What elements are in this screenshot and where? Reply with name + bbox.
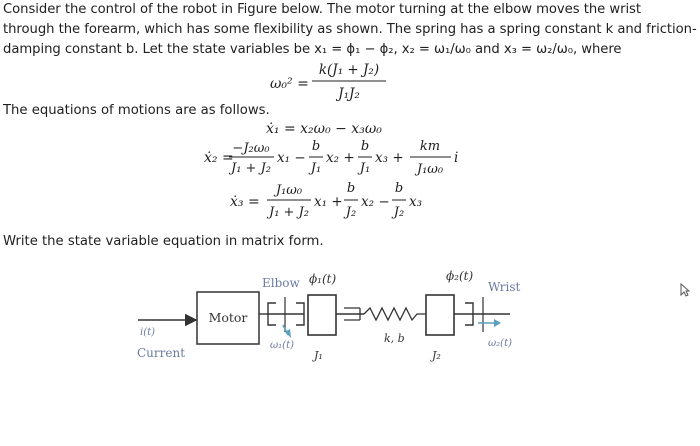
eq-x3-t2-var: x₂ − [361, 194, 390, 210]
j2-label: J₂ [430, 349, 441, 362]
eq-x3-lhs: ẋ₃ = [230, 194, 260, 210]
robot-arm-figure: i(t) Current Motor Elbow ϕ₁(t) ω₁(t) J₁ … [137, 269, 521, 362]
omega-equation: ω₀² = k(J₁ + J₂) J₁J₂ [270, 62, 386, 102]
eq-x3-t3-var: x₃ [409, 194, 422, 210]
eq-x2-t2-num: b [312, 139, 320, 154]
eq-x2-t3-den: J₁ [357, 161, 370, 176]
input-label: i(t) [140, 327, 155, 338]
current-label: Current [137, 346, 185, 360]
eq-x3-t2-den: J₂ [343, 205, 356, 220]
motor-block [196, 291, 260, 345]
eq-x1: ẋ₁ = x₂ω₀ − x₃ω₀ [266, 121, 382, 137]
problem-line-3: damping constant b. Let the state variab… [3, 42, 622, 57]
elbow-label: Elbow [262, 276, 301, 290]
eq-x3-t1-var: x₁ + [314, 194, 343, 210]
phi2-label: ϕ₂(t) [446, 269, 473, 283]
problem-statement: Consider the control of the robot in Fig… [3, 0, 697, 60]
eq-x2-t2-den: J₁ [308, 161, 321, 176]
phi1-label: ϕ₁(t) [309, 272, 336, 286]
omega2-arrowhead [494, 319, 501, 327]
motor-label: Motor [209, 310, 248, 325]
omega1-label: ω₁(t) [270, 340, 294, 351]
omega2-label: ω₂(t) [488, 338, 512, 349]
eq-x2-t3-num: b [361, 139, 369, 154]
omega-lhs: ω₀² = [270, 76, 309, 92]
eq-x2-t4-var: i [454, 150, 458, 166]
eq-x2-t1-var: x₁ − [277, 150, 306, 166]
omega1-arrowhead [285, 329, 291, 338]
spring [363, 306, 426, 322]
eq-x3-t2-num: b [347, 181, 355, 196]
wrist-label: Wrist [488, 280, 521, 294]
eq-x3-t3-den: J₂ [391, 205, 404, 220]
kb-label: k, b [384, 332, 405, 345]
task-statement: Write the state variable equation in mat… [3, 234, 324, 249]
eq-x3-t1-den: J₁ + J₂ [266, 205, 309, 220]
eq-x2-t3-var: x₃ + [375, 150, 404, 166]
eq-x2-t4-den: J₁ω₀ [414, 162, 444, 177]
motion-intro: The equations of motions are as follows. [3, 103, 270, 118]
j2-inertia [425, 294, 455, 336]
eq-x3-t3-num: b [395, 181, 403, 196]
damper [344, 307, 361, 321]
j1-label: J₁ [312, 349, 323, 362]
eq-x2-t1-den: J₁ + J₂ [228, 161, 271, 176]
elbow-bracket-right [296, 302, 305, 326]
problem-line-1: Consider the control of the robot in Fig… [3, 2, 642, 17]
j1-inertia [307, 294, 337, 336]
eq-x3-t1-num: J₁ω₀ [273, 183, 303, 198]
mouse-cursor-icon [680, 283, 690, 297]
omega-denominator: J₁J₂ [335, 86, 360, 102]
problem-line-2: through the forearm, which has some flex… [3, 22, 697, 37]
eq-x2-lhs: ẋ₂ = [204, 150, 234, 166]
wrist-bracket [465, 302, 474, 326]
motion-equations: ẋ₁ = x₂ω₀ − x₃ω₀ ẋ₂ = −J₂ω₀ J₁ + J₂ x₁ −… [204, 121, 458, 220]
eq-x2-t2-var: x₂ + [326, 150, 355, 166]
eq-x2-t1-num: −J₂ω₀ [232, 141, 270, 156]
eq-x2-t4-num: km [420, 139, 440, 154]
omega-numerator: k(J₁ + J₂) [319, 62, 379, 78]
